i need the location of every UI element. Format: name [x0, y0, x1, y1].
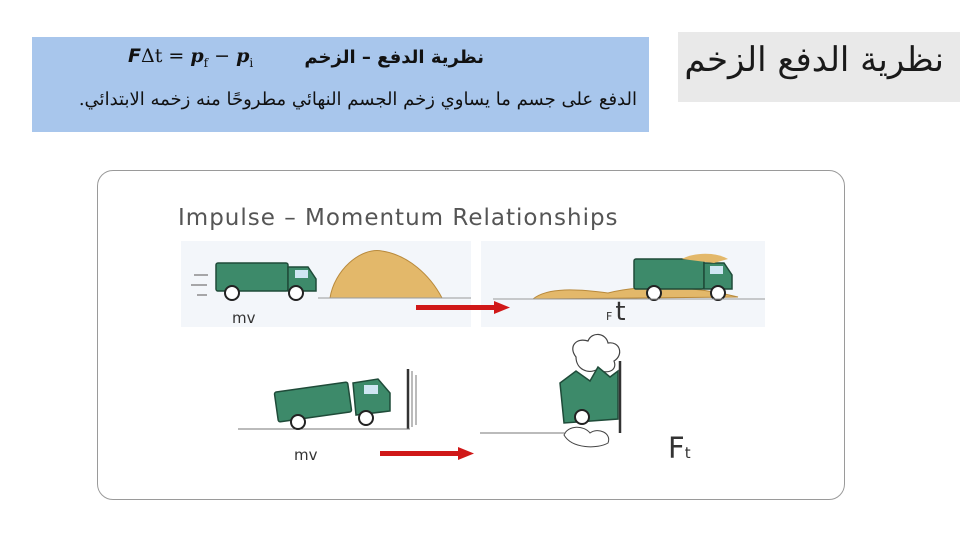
definition-text: الدفع على جسم ما يساوي زخم الجسم النهائي…: [79, 89, 637, 110]
title-box: نظرية الدفع الزخم: [678, 32, 960, 102]
impulse-figure-panel: Impulse – Momentum Relationships: [97, 170, 845, 500]
smoke-cloud: [573, 334, 620, 371]
impulse-formula: FΔt = pf − pi: [128, 45, 253, 70]
bottom-red-arrow: [380, 447, 474, 460]
impulse-illustration: [98, 171, 844, 499]
slide-title: نظرية الدفع الزخم: [684, 40, 944, 80]
definition-box: FΔt = pf − pi نظرية الدفع – الزخم الدفع …: [32, 37, 649, 132]
definition-heading: نظرية الدفع – الزخم: [304, 47, 484, 68]
top-momentum-label: mv: [232, 309, 256, 327]
crumpled-truck-icon: [480, 334, 620, 446]
truck-toward-wall-icon: [274, 379, 390, 429]
dust-cloud: [564, 427, 609, 447]
bottom-impulse-label: Ft: [668, 431, 691, 465]
bottom-momentum-label: mv: [294, 446, 318, 464]
